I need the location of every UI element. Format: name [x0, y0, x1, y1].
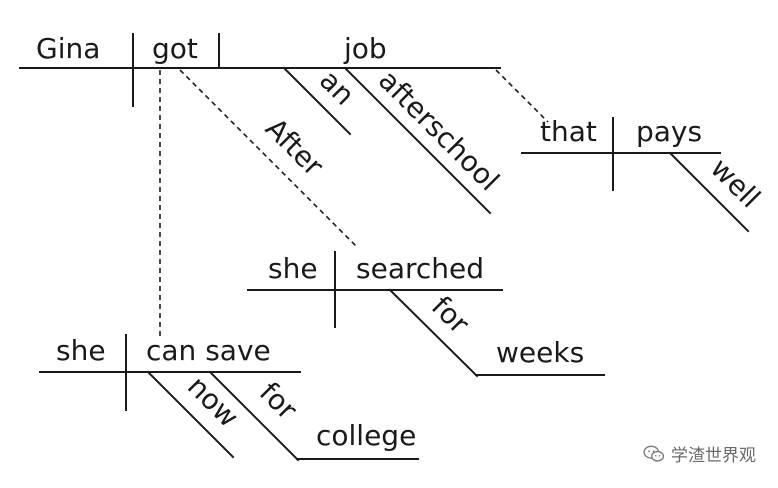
watermark-text: 学渣世界观 [671, 446, 756, 466]
purpose-subject: she [56, 334, 106, 367]
relative-verb: pays [636, 115, 702, 148]
modifier-afterschool: afterschool [372, 64, 506, 198]
relative-subject: that [540, 115, 597, 148]
modifier-line-an [282, 66, 352, 136]
object-college: college [316, 419, 416, 452]
preposition-line-for-college [208, 370, 300, 462]
modifier-line-well [668, 151, 750, 233]
main-subject: Gina [36, 32, 100, 65]
preposition-line-for-weeks [388, 288, 479, 378]
main-verb: got [152, 32, 198, 65]
adverbial-verb: searched [356, 252, 484, 285]
modifier-line-now [146, 370, 235, 459]
relative-connector [495, 69, 549, 123]
main-clause: Gina got job an afterschool [19, 32, 506, 215]
modifier-line-afterschool [343, 66, 492, 215]
connector-after: After [259, 112, 330, 183]
preposition-for-college: for [253, 376, 304, 427]
main-object: job [343, 32, 387, 65]
watermark: 学渣世界观 [643, 441, 756, 466]
relative-clause: that pays well [495, 69, 767, 233]
object-weeks: weeks [496, 336, 584, 369]
wechat-icon [643, 445, 665, 462]
after-connector [179, 69, 359, 249]
modifier-well: well [704, 152, 767, 215]
purpose-verb: can save [146, 334, 271, 367]
modifier-now: now [181, 370, 245, 434]
adverbial-subject: she [268, 252, 318, 285]
